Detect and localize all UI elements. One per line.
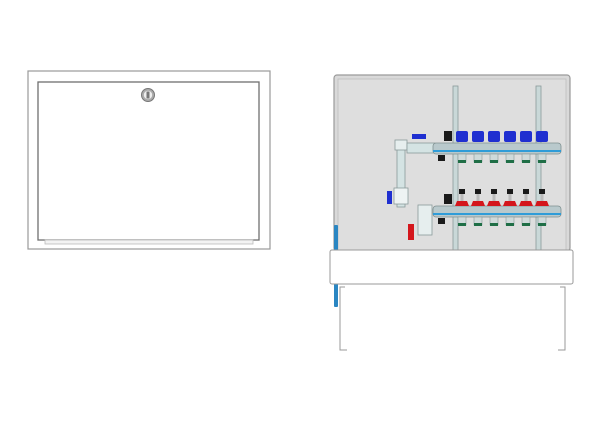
return-manifold-bar-accent	[433, 213, 561, 215]
supply-manifold-outlet-nut	[538, 160, 546, 163]
return-manifold-bar	[432, 205, 562, 218]
return-manifold-flowmeter	[476, 194, 480, 202]
leg-left	[339, 286, 347, 351]
return-manifold-flowmeter-cap	[539, 189, 545, 194]
rail-left	[452, 85, 459, 252]
manifolds	[432, 131, 562, 226]
return-manifold-flowmeter	[492, 194, 496, 202]
return-manifold-flowmeter-cap	[459, 189, 465, 194]
return-manifold-flowmeter-cap	[491, 189, 497, 194]
cabinet-interior	[337, 78, 567, 252]
return-manifold-outlet-cap	[471, 201, 485, 206]
return-manifold-outlet-nut	[538, 223, 546, 226]
lock-icon	[141, 88, 155, 102]
closed-cabinet	[27, 70, 271, 250]
supply-manifold-outlet-cap	[504, 131, 516, 142]
return-manifold-flowmeter	[524, 194, 528, 202]
cabinet-legs	[339, 286, 566, 351]
return-manifold-outlet-cap	[519, 201, 533, 206]
front-cover-panel	[329, 249, 574, 285]
return-manifold-outlet-nut	[490, 223, 498, 226]
return-manifold-flowmeter-cap	[475, 189, 481, 194]
supply-manifold-outlet-cap	[520, 131, 532, 142]
supply-manifold-bar-accent	[433, 150, 561, 152]
supply-manifold-outlet-nut	[490, 160, 498, 163]
return-manifold-outlet-nut	[506, 223, 514, 226]
return-manifold-outlet-nut	[458, 223, 466, 226]
return-inlet-piping	[408, 204, 433, 240]
return-manifold-outlet-cap	[503, 201, 517, 206]
return-manifold-outlet-cap	[487, 201, 501, 206]
return-manifold-flowmeter	[508, 194, 512, 202]
return-manifold-flowmeter-cap	[507, 189, 513, 194]
supply-manifold-outlet-cap	[536, 131, 548, 142]
ball-valve-handle-blue	[412, 134, 426, 139]
supply-manifold-outlet-cap	[456, 131, 468, 142]
supply-manifold-outlet-nut	[522, 160, 530, 163]
return-manifold-air-vent-handle	[444, 194, 452, 204]
supply-manifold-outlet-nut	[458, 160, 466, 163]
return-manifold-outlet-cap	[535, 201, 549, 206]
supply-manifold-outlet-cap	[472, 131, 484, 142]
supply-manifold-drain-handle	[438, 155, 445, 161]
leg-right	[558, 286, 566, 351]
supply-manifold-outlet-nut	[474, 160, 482, 163]
return-manifold-drain-handle	[438, 218, 445, 224]
return-manifold-outlet-nut	[474, 223, 482, 226]
return-manifold-outlet-nut	[522, 223, 530, 226]
return-manifold-flowmeter-cap	[523, 189, 529, 194]
supply-manifold-outlet-cap	[488, 131, 500, 142]
ball-valve-handle-red	[408, 224, 414, 240]
return-manifold-flowmeter	[460, 194, 464, 202]
return-manifold-flowmeter	[540, 194, 544, 202]
supply-valve-handle	[387, 191, 392, 204]
supply-manifold-bar	[432, 142, 562, 155]
cabinet-door	[37, 81, 260, 241]
supply-manifold-air-vent-handle	[444, 131, 452, 141]
open-cabinet	[329, 74, 574, 351]
rail-right	[535, 85, 542, 252]
return-manifold-outlet-cap	[455, 201, 469, 206]
supply-manifold-outlet-nut	[506, 160, 514, 163]
door-bottom-lip	[44, 239, 254, 245]
